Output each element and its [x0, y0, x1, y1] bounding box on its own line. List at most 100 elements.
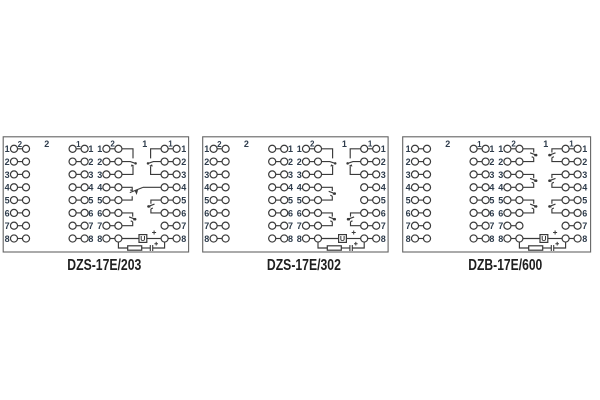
svg-text:3: 3 — [181, 170, 186, 180]
svg-text:1: 1 — [76, 140, 81, 149]
svg-text:1: 1 — [489, 144, 494, 154]
svg-text:4: 4 — [5, 183, 10, 193]
svg-text:7: 7 — [498, 221, 503, 231]
svg-text:5: 5 — [406, 196, 411, 206]
svg-text:5: 5 — [489, 196, 494, 206]
svg-text:DZS-17E/203: DZS-17E/203 — [67, 257, 141, 274]
svg-text:4: 4 — [204, 183, 209, 193]
svg-text:4: 4 — [88, 183, 93, 193]
svg-text:4: 4 — [381, 183, 386, 193]
svg-text:2: 2 — [181, 157, 186, 167]
svg-text:6: 6 — [381, 208, 386, 218]
svg-text:4: 4 — [498, 183, 503, 193]
svg-text:6: 6 — [582, 208, 587, 218]
svg-text:3: 3 — [406, 170, 411, 180]
svg-text:U: U — [541, 234, 546, 243]
svg-text:2: 2 — [18, 140, 23, 149]
svg-text:1: 1 — [204, 144, 209, 154]
svg-text:1: 1 — [582, 144, 587, 154]
svg-text:7: 7 — [297, 221, 302, 231]
svg-text:3: 3 — [297, 170, 302, 180]
svg-text:4: 4 — [582, 183, 587, 193]
svg-text:3: 3 — [489, 170, 494, 180]
svg-text:5: 5 — [498, 196, 503, 206]
svg-text:8: 8 — [498, 234, 503, 244]
svg-text:1: 1 — [569, 140, 574, 149]
svg-text:4: 4 — [288, 183, 293, 193]
svg-text:1: 1 — [168, 140, 173, 149]
svg-text:7: 7 — [204, 221, 209, 231]
svg-text:5: 5 — [5, 196, 10, 206]
svg-text:5: 5 — [204, 196, 209, 206]
svg-text:2: 2 — [217, 140, 222, 149]
svg-text:U: U — [140, 234, 145, 243]
svg-text:2: 2 — [88, 157, 93, 167]
svg-text:1: 1 — [543, 139, 548, 149]
svg-text:1: 1 — [297, 144, 302, 154]
svg-text:2: 2 — [5, 157, 10, 167]
svg-text:6: 6 — [498, 208, 503, 218]
svg-text:6: 6 — [489, 208, 494, 218]
svg-text:2: 2 — [204, 157, 209, 167]
svg-text:6: 6 — [97, 208, 102, 218]
svg-text:3: 3 — [498, 170, 503, 180]
svg-text:6: 6 — [288, 208, 293, 218]
svg-text:8: 8 — [381, 234, 386, 244]
svg-text:2: 2 — [381, 157, 386, 167]
svg-text:4: 4 — [489, 183, 494, 193]
svg-text:U: U — [340, 234, 345, 243]
svg-text:3: 3 — [204, 170, 209, 180]
svg-text:5: 5 — [381, 196, 386, 206]
svg-text:DZS-17E/302: DZS-17E/302 — [267, 257, 341, 274]
svg-text:3: 3 — [381, 170, 386, 180]
svg-text:7: 7 — [406, 221, 411, 231]
svg-text:7: 7 — [582, 221, 587, 231]
svg-text:8: 8 — [97, 234, 102, 244]
svg-text:6: 6 — [406, 208, 411, 218]
svg-text:6: 6 — [181, 208, 186, 218]
svg-text:4: 4 — [181, 183, 186, 193]
svg-text:1: 1 — [368, 140, 373, 149]
svg-text:8: 8 — [204, 234, 209, 244]
svg-text:8: 8 — [489, 234, 494, 244]
svg-text:2: 2 — [445, 139, 450, 149]
svg-text:3: 3 — [88, 170, 93, 180]
svg-text:4: 4 — [97, 183, 102, 193]
svg-text:1: 1 — [5, 144, 10, 154]
svg-text:8: 8 — [88, 234, 93, 244]
svg-text:8: 8 — [297, 234, 302, 244]
svg-text:7: 7 — [5, 221, 10, 231]
svg-text:7: 7 — [181, 221, 186, 231]
svg-text:3: 3 — [582, 170, 587, 180]
svg-text:5: 5 — [181, 196, 186, 206]
svg-text:2: 2 — [97, 157, 102, 167]
svg-text:4: 4 — [406, 183, 411, 193]
svg-text:7: 7 — [489, 221, 494, 231]
svg-text:8: 8 — [181, 234, 186, 244]
svg-text:2: 2 — [288, 157, 293, 167]
svg-text:6: 6 — [204, 208, 209, 218]
svg-text:6: 6 — [88, 208, 93, 218]
svg-text:2: 2 — [582, 157, 587, 167]
svg-text:4: 4 — [297, 183, 302, 193]
svg-text:2: 2 — [244, 139, 249, 149]
svg-text:1: 1 — [181, 144, 186, 154]
svg-text:5: 5 — [88, 196, 93, 206]
svg-text:1: 1 — [88, 144, 93, 154]
svg-text:2: 2 — [511, 140, 516, 149]
svg-text:1: 1 — [97, 144, 102, 154]
svg-text:1: 1 — [498, 144, 503, 154]
svg-text:1: 1 — [381, 144, 386, 154]
svg-text:2: 2 — [297, 157, 302, 167]
svg-text:2: 2 — [110, 140, 115, 149]
svg-text:2: 2 — [406, 157, 411, 167]
svg-text:7: 7 — [381, 221, 386, 231]
svg-text:5: 5 — [288, 196, 293, 206]
svg-text:5: 5 — [97, 196, 102, 206]
svg-text:2: 2 — [498, 157, 503, 167]
svg-text:1: 1 — [342, 139, 347, 149]
svg-text:3: 3 — [288, 170, 293, 180]
svg-text:5: 5 — [582, 196, 587, 206]
svg-text:8: 8 — [5, 234, 10, 244]
svg-text:3: 3 — [97, 170, 102, 180]
